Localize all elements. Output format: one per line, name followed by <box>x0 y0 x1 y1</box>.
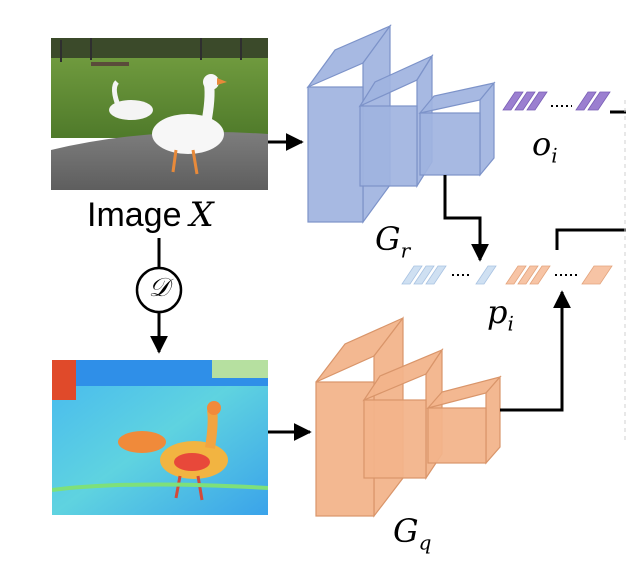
p-orange-bar-4 <box>581 265 613 285</box>
arrow-gq-to-p <box>500 290 571 412</box>
p-blue-bar-4 <box>475 265 497 285</box>
gr-network <box>306 24 496 224</box>
o-bar-3 <box>526 91 548 111</box>
arrow-gr-to-p <box>443 175 489 262</box>
image-symbol: X <box>189 195 214 235</box>
p-label: pi <box>487 293 514 336</box>
depth-heatmap-image <box>52 360 268 515</box>
p-blue-bar-2 <box>413 265 435 285</box>
o-bar-2 <box>514 91 536 111</box>
arrows <box>150 110 626 441</box>
p-orange-bar-2 <box>517 265 539 285</box>
o-bar-1 <box>502 91 524 111</box>
gr-label: Gr <box>375 220 411 263</box>
d-operator-circle <box>135 266 183 314</box>
gr-block-1 <box>306 24 392 224</box>
gq-block-3 <box>426 375 502 465</box>
p-orange-bar-1 <box>505 265 527 285</box>
p-blue-bar-3 <box>425 265 447 285</box>
image-word: Image <box>87 196 182 234</box>
o-bar-5 <box>587 91 611 111</box>
gq-label: Gq <box>393 512 432 555</box>
p-feature-bars-blue <box>401 265 497 285</box>
o-feature-bars <box>502 91 611 111</box>
p-feature-bars-orange <box>505 265 613 285</box>
d-operator-symbol: 𝒟 <box>148 273 170 303</box>
line-p-out <box>555 228 626 250</box>
input-image <box>51 38 268 190</box>
o-bar-4 <box>575 91 597 111</box>
p-blue-bar-1 <box>401 265 423 285</box>
p-orange-bar-3 <box>529 265 551 285</box>
gr-block-3 <box>418 81 496 177</box>
o-label: oi <box>532 125 558 168</box>
gq-network <box>315 316 502 518</box>
